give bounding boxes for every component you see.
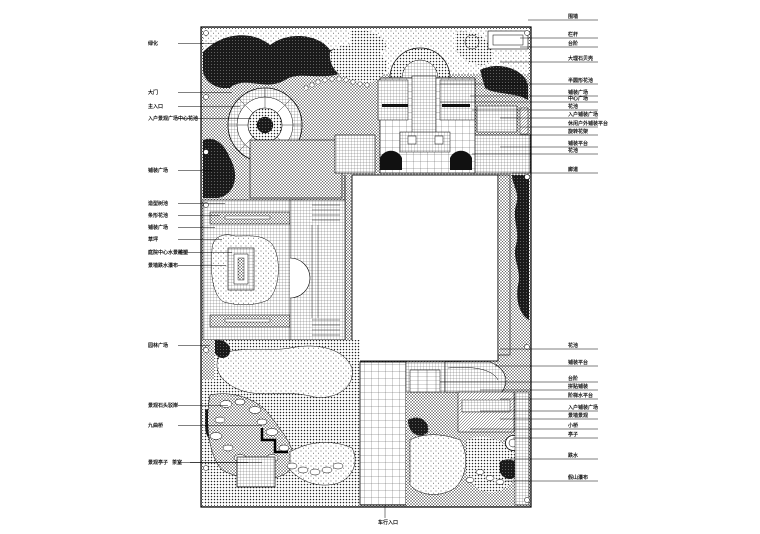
label-right-21: 小桥 bbox=[568, 422, 579, 429]
label-right-0: 围墙 bbox=[568, 13, 578, 20]
label-left-6: 条形花池 bbox=[148, 212, 168, 219]
planting-right-corridor bbox=[512, 175, 529, 320]
label-left-12: 景观石头驳岸 bbox=[148, 402, 178, 409]
label-right-10: 旋转花架 bbox=[567, 128, 588, 135]
lawn-sw-2 bbox=[289, 442, 356, 486]
paving-north-left bbox=[249, 139, 343, 199]
label-right-7: 花池 bbox=[568, 103, 578, 110]
planting-left-dark bbox=[203, 138, 236, 198]
label-left-15: 茶室 bbox=[171, 459, 182, 466]
tree-top-right bbox=[464, 34, 480, 50]
edge-trees bbox=[203, 30, 530, 503]
label-right-6: 中心广场 bbox=[568, 95, 588, 102]
label-left-2: 主入口 bbox=[148, 103, 163, 110]
label-right-24: 假山瀑布 bbox=[568, 474, 588, 481]
leader-lines-left bbox=[178, 43, 262, 463]
zigzag-bridge bbox=[260, 428, 288, 454]
label-right-9: 休闲户外铺装平台 bbox=[567, 120, 608, 127]
label-right-22: 亭子 bbox=[568, 431, 578, 438]
label-left-8: 草坪 bbox=[148, 236, 158, 243]
label-right-4: 半圆形花池 bbox=[568, 77, 593, 84]
garden-plaza-sw bbox=[203, 340, 215, 380]
label-left-4: 铺装广场 bbox=[148, 167, 168, 174]
entry-arch-right bbox=[450, 150, 472, 170]
dark-blob-se bbox=[408, 417, 429, 436]
terrace-stairs bbox=[311, 204, 340, 336]
labels-right: 围墙栏杆台阶大理石贝壳半圆形花池铺装广场中心广场花池入户铺装广场休闲户外铺装平台… bbox=[567, 13, 608, 481]
label-right-23: 跌水 bbox=[568, 452, 579, 459]
label-right-12: 花池 bbox=[568, 147, 578, 154]
building-footprint bbox=[351, 174, 499, 362]
lawn-se bbox=[409, 434, 466, 495]
label-left-5: 造型树池 bbox=[148, 200, 168, 207]
labels-left: 绿化大门主入口入户景观广场中心花池铺装广场造型树池条形花池铺装广场草坪庭院中心水… bbox=[147, 40, 198, 466]
dotted-shrub-top-2 bbox=[350, 29, 386, 54]
label-right-17: 拼贴铺装 bbox=[567, 383, 588, 390]
stair-top-right bbox=[487, 30, 529, 50]
dark-shrub-right bbox=[480, 65, 528, 100]
corridor-right bbox=[497, 174, 511, 356]
label-right-20: 景墙景观 bbox=[568, 412, 588, 419]
lawn-sw-1 bbox=[216, 345, 353, 398]
label-left-7: 铺装广场 bbox=[148, 224, 168, 231]
label-left-11: 园林广场 bbox=[148, 342, 168, 349]
leader-lines-right bbox=[440, 19, 598, 482]
label-left-9: 庭院中心水景雕塑 bbox=[148, 249, 188, 256]
entry-arch-left bbox=[380, 150, 402, 170]
label-right-8: 入户铺装广场 bbox=[568, 111, 598, 118]
label-right-15: 铺装平台 bbox=[568, 359, 588, 366]
stepping-stones-sw bbox=[286, 462, 344, 476]
planting-top-left bbox=[203, 35, 352, 89]
label-right-14: 花池 bbox=[568, 342, 578, 349]
label-right-2: 台阶 bbox=[568, 40, 579, 47]
label-right-13: 廊道 bbox=[568, 166, 578, 173]
label-left-10: 景墙跌水瀑布 bbox=[148, 262, 178, 269]
label-vehicle-entrance: 车行入口 bbox=[378, 519, 398, 526]
semicircle-inner bbox=[401, 59, 439, 79]
label-right-3: 大理石贝壳 bbox=[568, 55, 593, 62]
label-left-13: 九曲桥 bbox=[147, 422, 164, 429]
pavilion-teahouse bbox=[236, 456, 276, 488]
label-left-3: 入户景观广场中心花池 bbox=[148, 115, 198, 122]
label-left-14: 景观亭子 bbox=[148, 459, 168, 466]
driveway bbox=[359, 361, 407, 506]
label-left-0: 绿化 bbox=[148, 40, 158, 47]
paving-north-center bbox=[334, 134, 376, 174]
dark-blob-sw bbox=[213, 339, 231, 359]
label-right-11: 铺装平台 bbox=[568, 140, 588, 147]
label-right-18: 阶梯水平台 bbox=[568, 392, 593, 399]
label-left-1: 大门 bbox=[148, 89, 158, 96]
label-right-1: 栏杆 bbox=[568, 31, 578, 38]
label-right-5: 铺装广场 bbox=[568, 89, 588, 96]
label-right-16: 台阶 bbox=[568, 375, 579, 382]
stairs-se bbox=[409, 369, 441, 393]
dotted-area-se bbox=[466, 436, 518, 493]
curved-terrace-se bbox=[444, 361, 506, 393]
label-right-19: 入户铺装广场 bbox=[568, 404, 598, 411]
